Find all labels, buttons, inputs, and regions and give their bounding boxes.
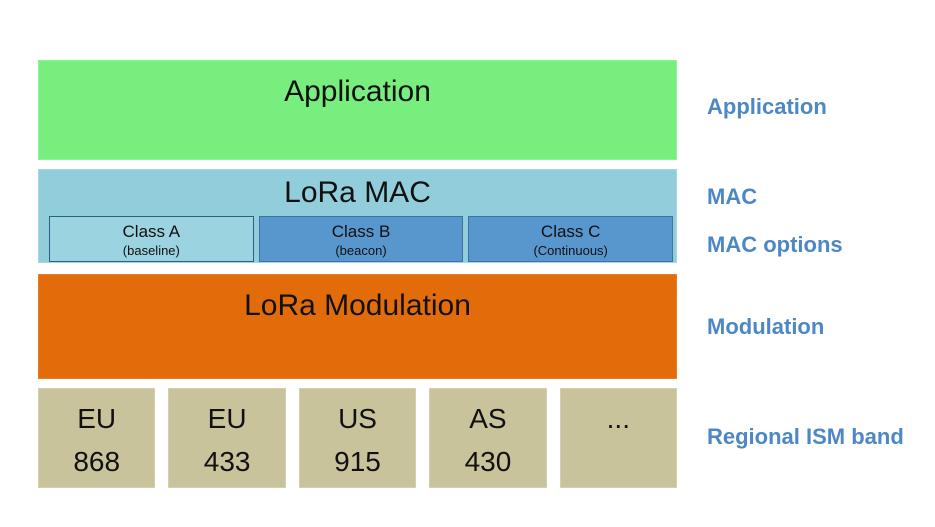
class-c-box: Class C (Continuous) (468, 216, 674, 262)
band-region: EU (207, 403, 247, 434)
class-a-box: Class A (baseline) (49, 216, 254, 262)
side-label-application: Application (707, 94, 827, 119)
modulation-label: LoRa Modulation (244, 289, 471, 322)
side-label-modulation: Modulation (707, 314, 825, 339)
side-label-regional-ism-band: Regional ISM band (707, 424, 904, 449)
band-block-eu868: EU 868 (38, 388, 156, 488)
band-frequency: 868 (73, 446, 121, 477)
class-a-sublabel: (baseline) (122, 243, 180, 258)
application-block: Application (38, 60, 677, 160)
class-c-sublabel: (Continuous) (533, 243, 608, 258)
mac-class-row: Class A (baseline) Class B (beacon) Clas… (49, 216, 674, 262)
application-label: Application (284, 75, 431, 108)
class-b-sublabel: (beacon) (335, 243, 387, 258)
class-c-label: Class C (540, 222, 601, 241)
band-block-as430: AS 430 (429, 388, 547, 488)
band-frequency: 430 (464, 446, 512, 477)
band-region: EU (77, 403, 117, 434)
class-a-label: Class A (122, 222, 181, 241)
band-block-eu433: EU 433 (168, 388, 286, 488)
regional-band-row: EU 868 EU 433 US 915 AS 430 ... (38, 388, 678, 488)
modulation-block: LoRa Modulation (38, 274, 677, 379)
band-region: AS (469, 403, 507, 434)
band-frequency: 433 (203, 446, 251, 477)
class-b-box: Class B (beacon) (258, 216, 464, 262)
class-b-label: Class B (331, 222, 391, 241)
mac-title: LoRa MAC (284, 176, 431, 209)
band-frequency: 915 (334, 446, 381, 477)
band-region: ... (606, 403, 630, 434)
band-block-us915: US 915 (298, 388, 417, 488)
mac-block: LoRa MAC Class A (baseline) Class B (bea… (38, 169, 677, 263)
side-label-mac: MAC (707, 184, 758, 209)
side-label-mac-options: MAC options (707, 232, 843, 257)
band-block-other: ... (559, 388, 678, 488)
band-region: US (338, 403, 377, 434)
